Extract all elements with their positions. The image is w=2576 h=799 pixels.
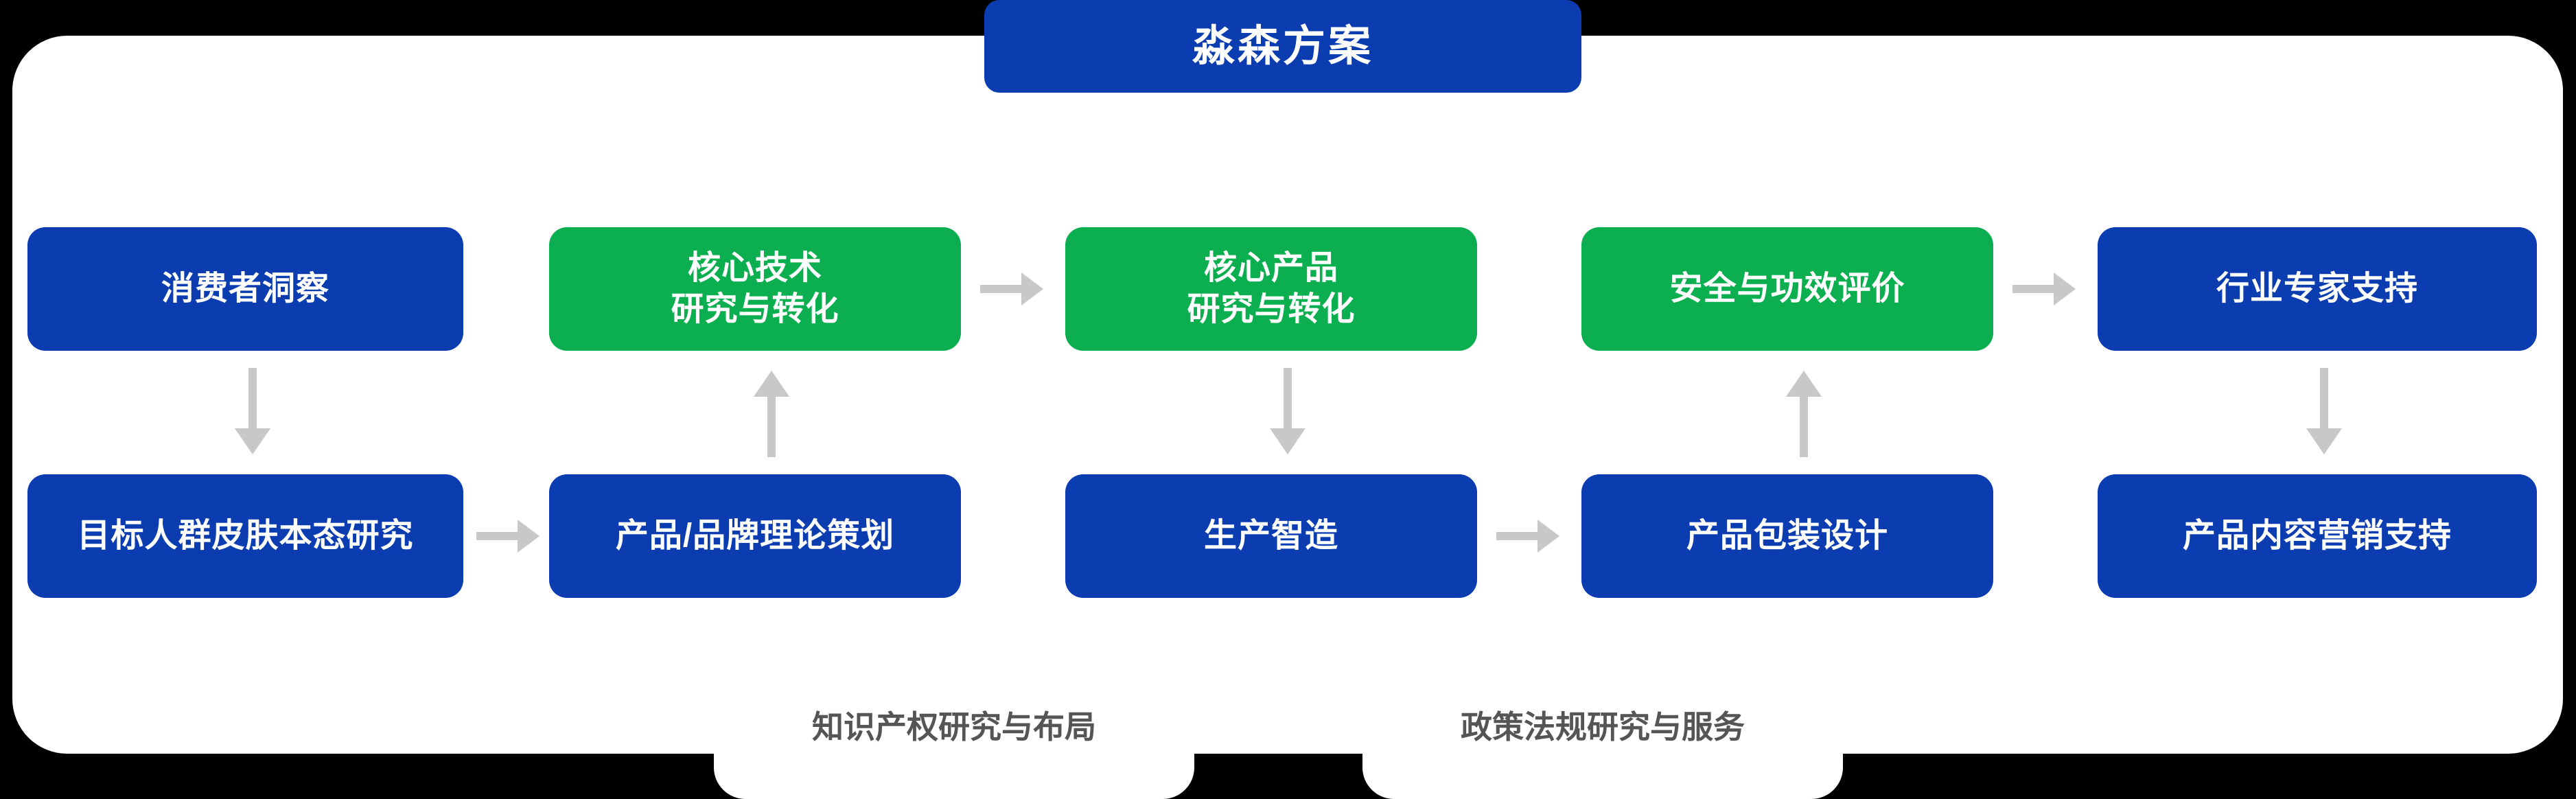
node-label: 产品包装设计 [1686, 518, 1888, 554]
arrow-down-icon [232, 368, 273, 457]
node-packaging-design[interactable]: 产品包装设计 [1581, 474, 1993, 598]
node-safety-efficacy[interactable]: 安全与功效评价 [1581, 227, 1993, 351]
arrow-right-icon [476, 516, 542, 557]
arrow-up-icon [751, 368, 792, 457]
arrow-up-icon [1783, 368, 1824, 457]
node-industry-expert-support[interactable]: 行业专家支持 [2098, 227, 2537, 351]
node-label: 行业专家支持 [2216, 270, 2418, 307]
bottom-tab-label: 政策法规研究与服务 [1461, 709, 1745, 745]
node-label: 核心技术 研究与转化 [671, 250, 839, 327]
node-content-marketing-support[interactable]: 产品内容营销支持 [2098, 474, 2537, 598]
arrow-down-icon [1267, 368, 1308, 457]
arrow-down-icon [2304, 368, 2345, 457]
bottom-tab-label: 知识产权研究与布局 [812, 709, 1096, 745]
node-core-technology[interactable]: 核心技术 研究与转化 [549, 227, 961, 351]
node-label: 产品内容营销支持 [2182, 518, 2452, 554]
node-brand-theory-planning[interactable]: 产品/品牌理论策划 [549, 474, 961, 598]
node-consumer-insight[interactable]: 消费者洞察 [27, 227, 463, 351]
node-label: 生产智造 [1203, 518, 1338, 554]
page-title: 淼森方案 [1192, 22, 1373, 70]
node-label: 目标人群皮肤本态研究 [77, 518, 414, 554]
diagram-title-pill: 淼森方案 [984, 0, 1581, 93]
node-core-product[interactable]: 核心产品 研究与转化 [1065, 227, 1477, 351]
bottom-tab-ip-research: 知识产权研究与布局 [714, 700, 1194, 799]
bottom-tab-policy-research: 政策法规研究与服务 [1362, 700, 1843, 799]
arrow-right-icon [980, 268, 1046, 310]
node-smart-manufacturing[interactable]: 生产智造 [1065, 474, 1477, 598]
node-label: 安全与功效评价 [1669, 270, 1905, 307]
node-label: 产品/品牌理论策划 [615, 518, 895, 554]
node-skin-baseline-research[interactable]: 目标人群皮肤本态研究 [27, 474, 463, 598]
node-label: 消费者洞察 [161, 270, 329, 307]
arrow-right-icon [1496, 516, 1562, 557]
node-label: 核心产品 研究与转化 [1187, 250, 1356, 327]
arrow-right-icon [2012, 268, 2078, 310]
